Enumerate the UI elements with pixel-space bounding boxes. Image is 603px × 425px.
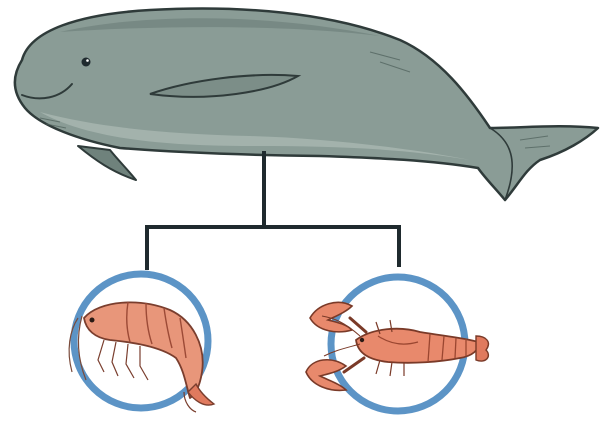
- whale-body: [15, 9, 598, 200]
- tree-connectors: [147, 153, 399, 268]
- whale-eye: [82, 58, 91, 67]
- whale-flipper: [78, 146, 136, 180]
- whale-eye-highlight: [86, 59, 89, 62]
- whale-illustration: [15, 9, 598, 200]
- shrimp-node: [69, 274, 214, 412]
- crayfish-node: [306, 277, 488, 411]
